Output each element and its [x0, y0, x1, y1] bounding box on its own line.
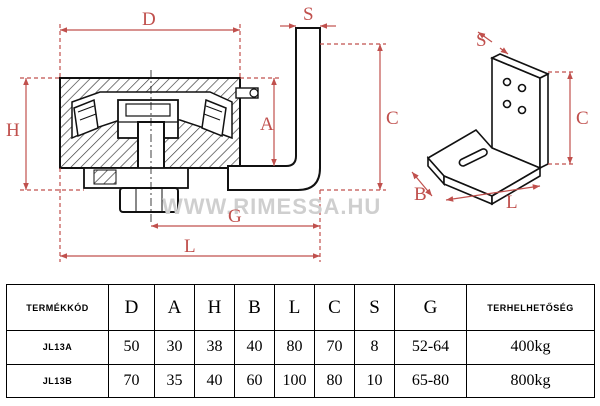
header-load-capacity: TERHELHETŐSÉG [466, 284, 595, 331]
header-a: A [154, 284, 195, 331]
dim-label-b-iso: B [414, 184, 427, 205]
header-c: C [314, 284, 355, 331]
table-row: JL13B 70 35 40 60 100 80 10 65-80 800kg [6, 363, 595, 398]
table-cell: 10 [354, 363, 395, 398]
header-g: G [394, 284, 467, 331]
grease-nipple [235, 87, 259, 99]
dimension-lines [20, 23, 386, 262]
bearing-left [73, 98, 99, 138]
table-row: JL13A 50 30 38 40 80 70 8 52-64 400kg [6, 330, 595, 365]
table-cell: 50 [108, 330, 155, 365]
dim-label-c-iso: C [576, 108, 589, 129]
iso-dimension-lines [411, 31, 576, 202]
table-cell: 70 [108, 363, 155, 398]
technical-drawing: WWW.RIMESSA.HU D S H A C G L S C B L [6, 4, 589, 262]
cell-product-code: JL13B [6, 363, 109, 398]
table-cell: 40 [234, 330, 275, 365]
dim-label-g: G [228, 206, 242, 227]
dim-label-l-iso: L [506, 192, 518, 213]
table-header-row: TERMÉKKÓD D A H B L C S G TERHELHETŐSÉG [6, 284, 595, 331]
isometric-bracket [426, 53, 550, 206]
dim-label-s-iso: S [476, 30, 487, 51]
dim-label-h: H [6, 120, 20, 141]
table-cell: 40 [194, 363, 235, 398]
table-cell: 400kg [466, 330, 595, 365]
bearing-right [201, 98, 227, 138]
header-l: L [274, 284, 315, 331]
table-cell: 70 [314, 330, 355, 365]
table-cell: 65-80 [394, 363, 467, 398]
table-cell: 80 [314, 363, 355, 398]
table-cell: 80 [274, 330, 315, 365]
table-cell: 800kg [466, 363, 595, 398]
dim-label-d: D [142, 9, 156, 30]
cell-product-code: JL13A [6, 330, 109, 365]
spec-table: TERMÉKKÓD D A H B L C S G TERHELHETŐSÉG … [6, 284, 595, 398]
watermark: WWW.RIMESSA.HU [162, 194, 381, 219]
dim-label-a: A [260, 114, 274, 135]
table-cell: 60 [234, 363, 275, 398]
dim-label-c-side: C [386, 108, 399, 129]
table-cell: 30 [154, 330, 195, 365]
table-cell: 100 [274, 363, 315, 398]
l-bracket-side [227, 27, 321, 191]
header-s: S [354, 284, 395, 331]
dim-label-l-side: L [184, 236, 196, 257]
dim-label-s-side: S [303, 4, 314, 25]
table-cell: 35 [154, 363, 195, 398]
hex-nut [119, 187, 179, 213]
header-d: D [108, 284, 155, 331]
roller-section-view [59, 70, 259, 225]
table-cell: 38 [194, 330, 235, 365]
header-b: B [234, 284, 275, 331]
table-cell: 52-64 [394, 330, 467, 365]
table-cell: 8 [354, 330, 395, 365]
header-product-code: TERMÉKKÓD [6, 284, 109, 331]
header-h: H [194, 284, 235, 331]
